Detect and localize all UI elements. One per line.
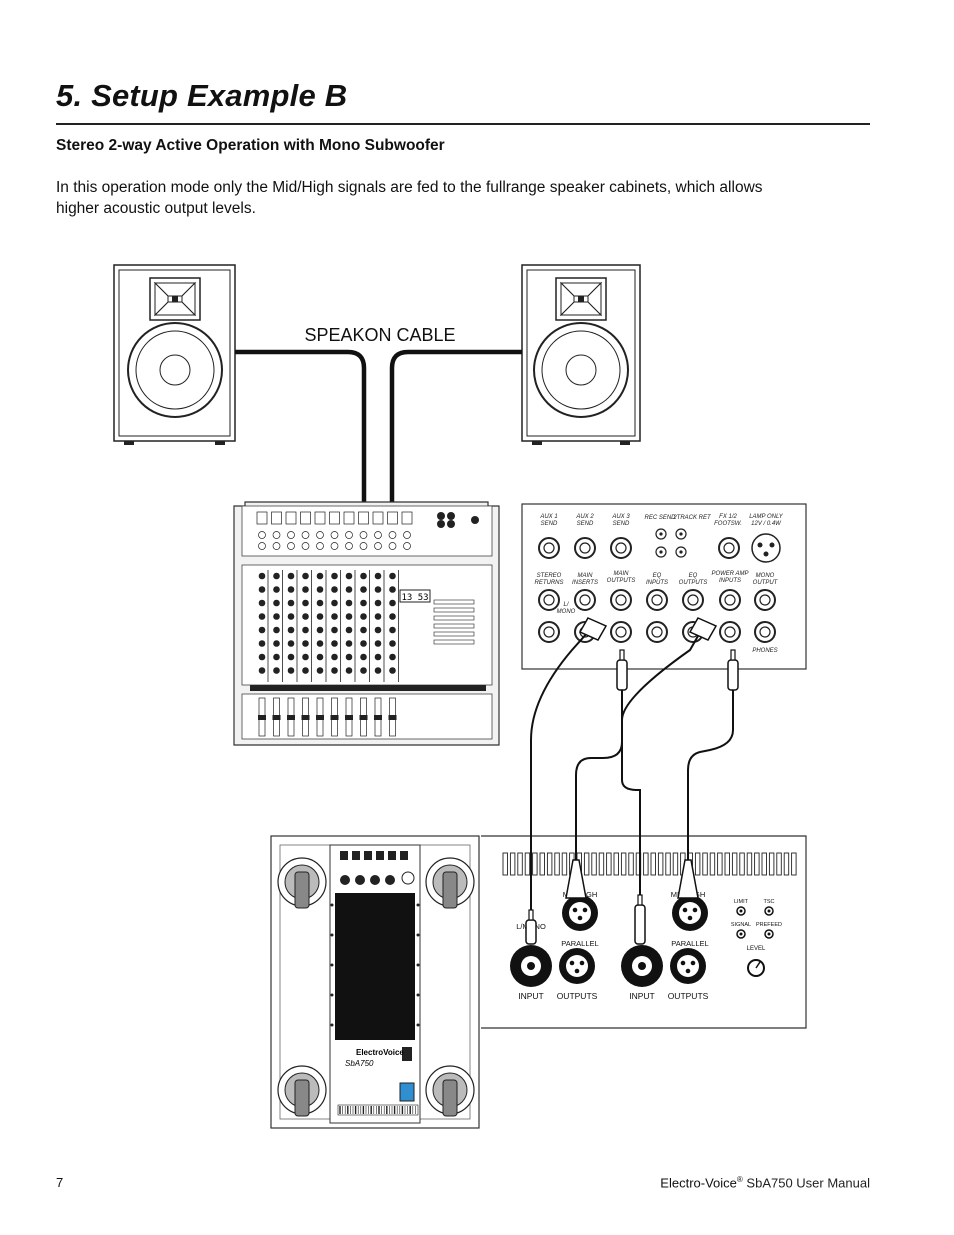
track-ret-label: 2TRACK RET bbox=[672, 515, 712, 521]
tsc-label: TSC bbox=[764, 899, 775, 905]
page-title: 5. Setup Example B bbox=[56, 78, 348, 113]
signal-label: SIGNAL bbox=[731, 922, 751, 928]
section-subtitle: Stereo 2-way Active Operation with Mono … bbox=[56, 137, 445, 154]
cable-plugs bbox=[525, 617, 739, 945]
speakon-cable-label: SPEAKON CABLE bbox=[304, 325, 455, 345]
intro-line-1: In this operation mode only the Mid/High… bbox=[56, 179, 763, 196]
phones-label: PHONES bbox=[752, 648, 777, 654]
page-number: 7 bbox=[56, 1175, 64, 1190]
speakon-cables bbox=[235, 349, 522, 506]
outputs-label-1: OUTPUTS bbox=[557, 991, 598, 1001]
outputs-label-2: OUTPUTS bbox=[668, 991, 709, 1001]
mixer-top-view: 13 53 bbox=[233, 501, 500, 746]
prefeed-label: PREFEED bbox=[756, 922, 782, 928]
l-mono-label: L/MONO bbox=[557, 602, 576, 615]
parallel-label-1: PARALLEL bbox=[561, 939, 598, 948]
subwoofer-rear: ElectroVoice SbA750 bbox=[270, 835, 480, 1129]
footer-manual-title: Electro-Voice® SbA750 User Manual bbox=[660, 1175, 870, 1190]
intro-paragraph: In this operation mode only the Mid/High… bbox=[56, 177, 886, 219]
input-label-1: INPUT bbox=[518, 991, 544, 1001]
signal-cables bbox=[530, 621, 734, 920]
mixer-channel-strips bbox=[256, 511, 479, 737]
footer-manual: SbA750 User Manual bbox=[746, 1175, 870, 1191]
right-speaker bbox=[521, 264, 641, 445]
title-divider bbox=[56, 123, 870, 125]
sub-model: SbA750 bbox=[345, 1059, 374, 1068]
level-label: LEVEL bbox=[747, 946, 766, 952]
limit-label: LIMIT bbox=[734, 899, 749, 905]
sub-brand: ElectroVoice bbox=[356, 1048, 404, 1057]
registered-mark: ® bbox=[736, 1175, 743, 1184]
footer-brand: Electro-Voice bbox=[660, 1175, 737, 1191]
mixer-display: 13 53 bbox=[401, 593, 428, 603]
left-speaker bbox=[113, 264, 236, 445]
rec-send-label: REC SEND bbox=[644, 515, 676, 521]
intro-line-2: higher acoustic output levels. bbox=[56, 200, 256, 217]
parallel-label-2: PARALLEL bbox=[671, 939, 708, 948]
input-label-2: INPUT bbox=[629, 991, 655, 1001]
